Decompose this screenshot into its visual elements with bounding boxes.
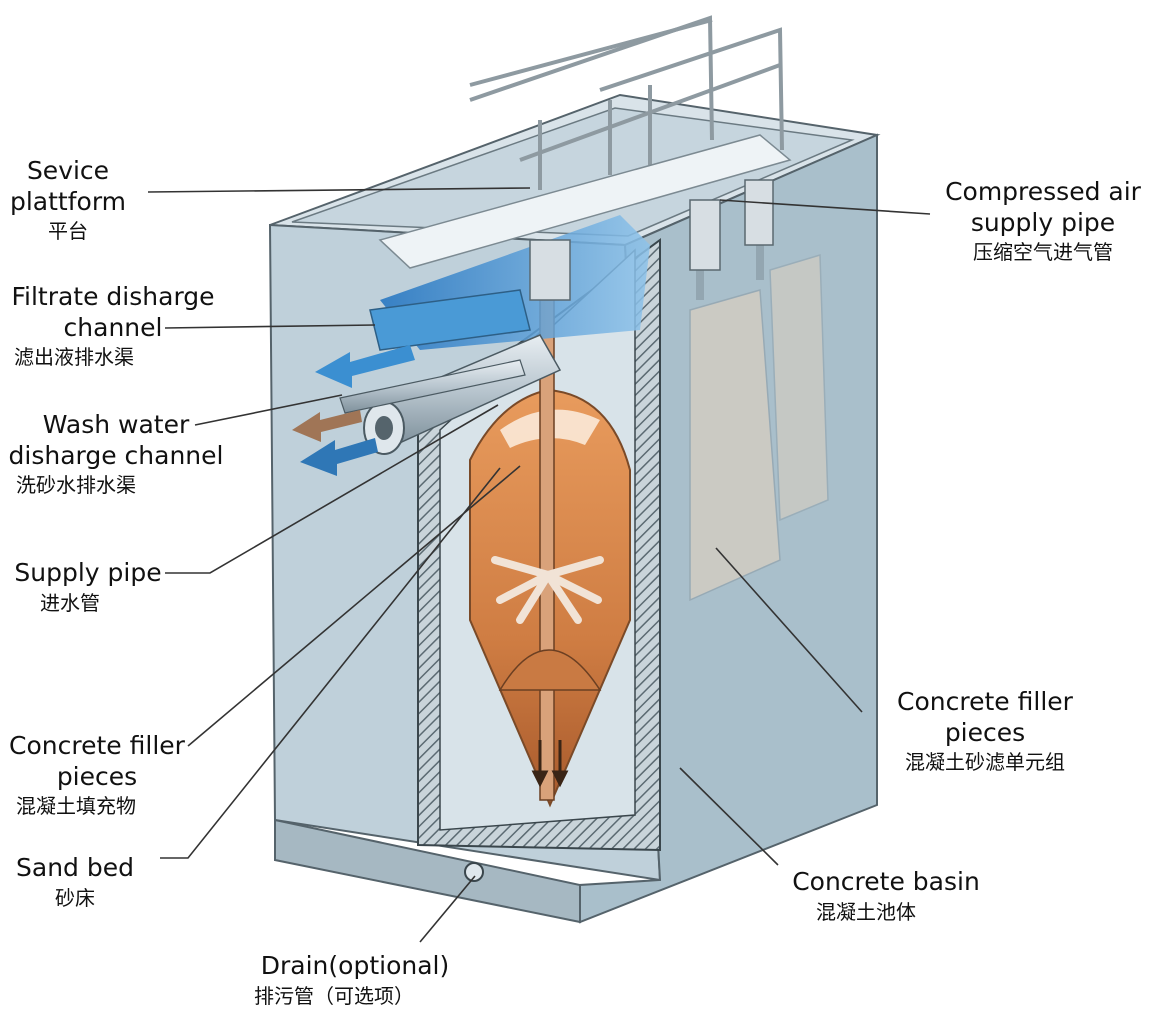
label-zh: 平台 (48, 219, 88, 243)
label-zh: 滤出液排水渠 (14, 345, 134, 369)
label-filler-pieces-left: Concrete filler pieces 混凝土填充物 (4, 731, 190, 818)
ghost-filter-unit (769, 254, 829, 522)
label-en: plattform (9, 186, 127, 216)
label-drain: Drain(optional) 排污管（可选项） (250, 951, 460, 1008)
label-zh: 混凝土砂滤单元组 (905, 750, 1065, 774)
label-zh: 洗砂水排水渠 (16, 473, 136, 497)
label-sand-bed: Sand bed 砂床 (10, 853, 140, 910)
air-supply-heads (529, 179, 774, 301)
label-supply-pipe: Supply pipe 进水管 (8, 558, 168, 615)
label-zh: 进水管 (40, 590, 100, 615)
label-en: supply pipe (970, 207, 1116, 237)
label-zh: 混凝土填充物 (16, 794, 136, 818)
label-en: Wash water (42, 410, 190, 439)
label-service-platform: Sevice plattform 平台 (8, 156, 128, 243)
drain-fitting (464, 862, 484, 882)
label-en: Concrete filler (9, 731, 185, 760)
label-wash-water-channel: Wash water disharge channel 洗砂水排水渠 (4, 410, 228, 497)
leader-lines (147, 187, 931, 943)
distributor-arms (491, 556, 604, 624)
supply-pipe-body (339, 359, 526, 414)
label-zh: 砂床 (55, 885, 95, 910)
label-en: Concrete basin (792, 867, 980, 896)
label-concrete-basin: Concrete basin 混凝土池体 (786, 867, 986, 924)
label-en: Compressed air (945, 177, 1141, 206)
washwater-outflow-arrow (292, 410, 362, 442)
label-filtrate-channel: Filtrate disharge channel 滤出液排水渠 (2, 282, 224, 369)
label-en: Sand bed (16, 853, 134, 882)
pipe-flange-hole (375, 416, 393, 440)
label-en: disharge channel (8, 440, 224, 470)
ghost-filter-unit (689, 289, 781, 602)
label-compressed-air: Compressed air supply pipe 压缩空气进气管 (938, 177, 1148, 264)
filtrate-outflow-arrow (315, 345, 415, 388)
supply-inflow-arrow (300, 438, 378, 476)
label-filler-pieces-right: Concrete filler pieces 混凝土砂滤单元组 (880, 687, 1090, 774)
label-en: Filtrate disharge (11, 282, 215, 311)
service-platform-walkway (378, 134, 792, 269)
label-zh: 压缩空气进气管 (973, 240, 1113, 264)
label-en: Drain(optional) (260, 951, 450, 980)
label-zh: 混凝土池体 (816, 899, 916, 924)
label-en: pieces (944, 717, 1026, 747)
distributor-cone (498, 649, 602, 691)
label-en: channel (63, 312, 163, 342)
label-zh: 排污管（可选项） (254, 983, 414, 1008)
filtrate-channel (369, 289, 531, 351)
label-en: pieces (56, 761, 138, 791)
label-en: Sevice (26, 156, 110, 185)
service-platform-railing (469, 15, 784, 190)
flow-arrows (531, 740, 569, 788)
label-en: Concrete filler (897, 687, 1073, 716)
label-en: Supply pipe (14, 558, 162, 587)
